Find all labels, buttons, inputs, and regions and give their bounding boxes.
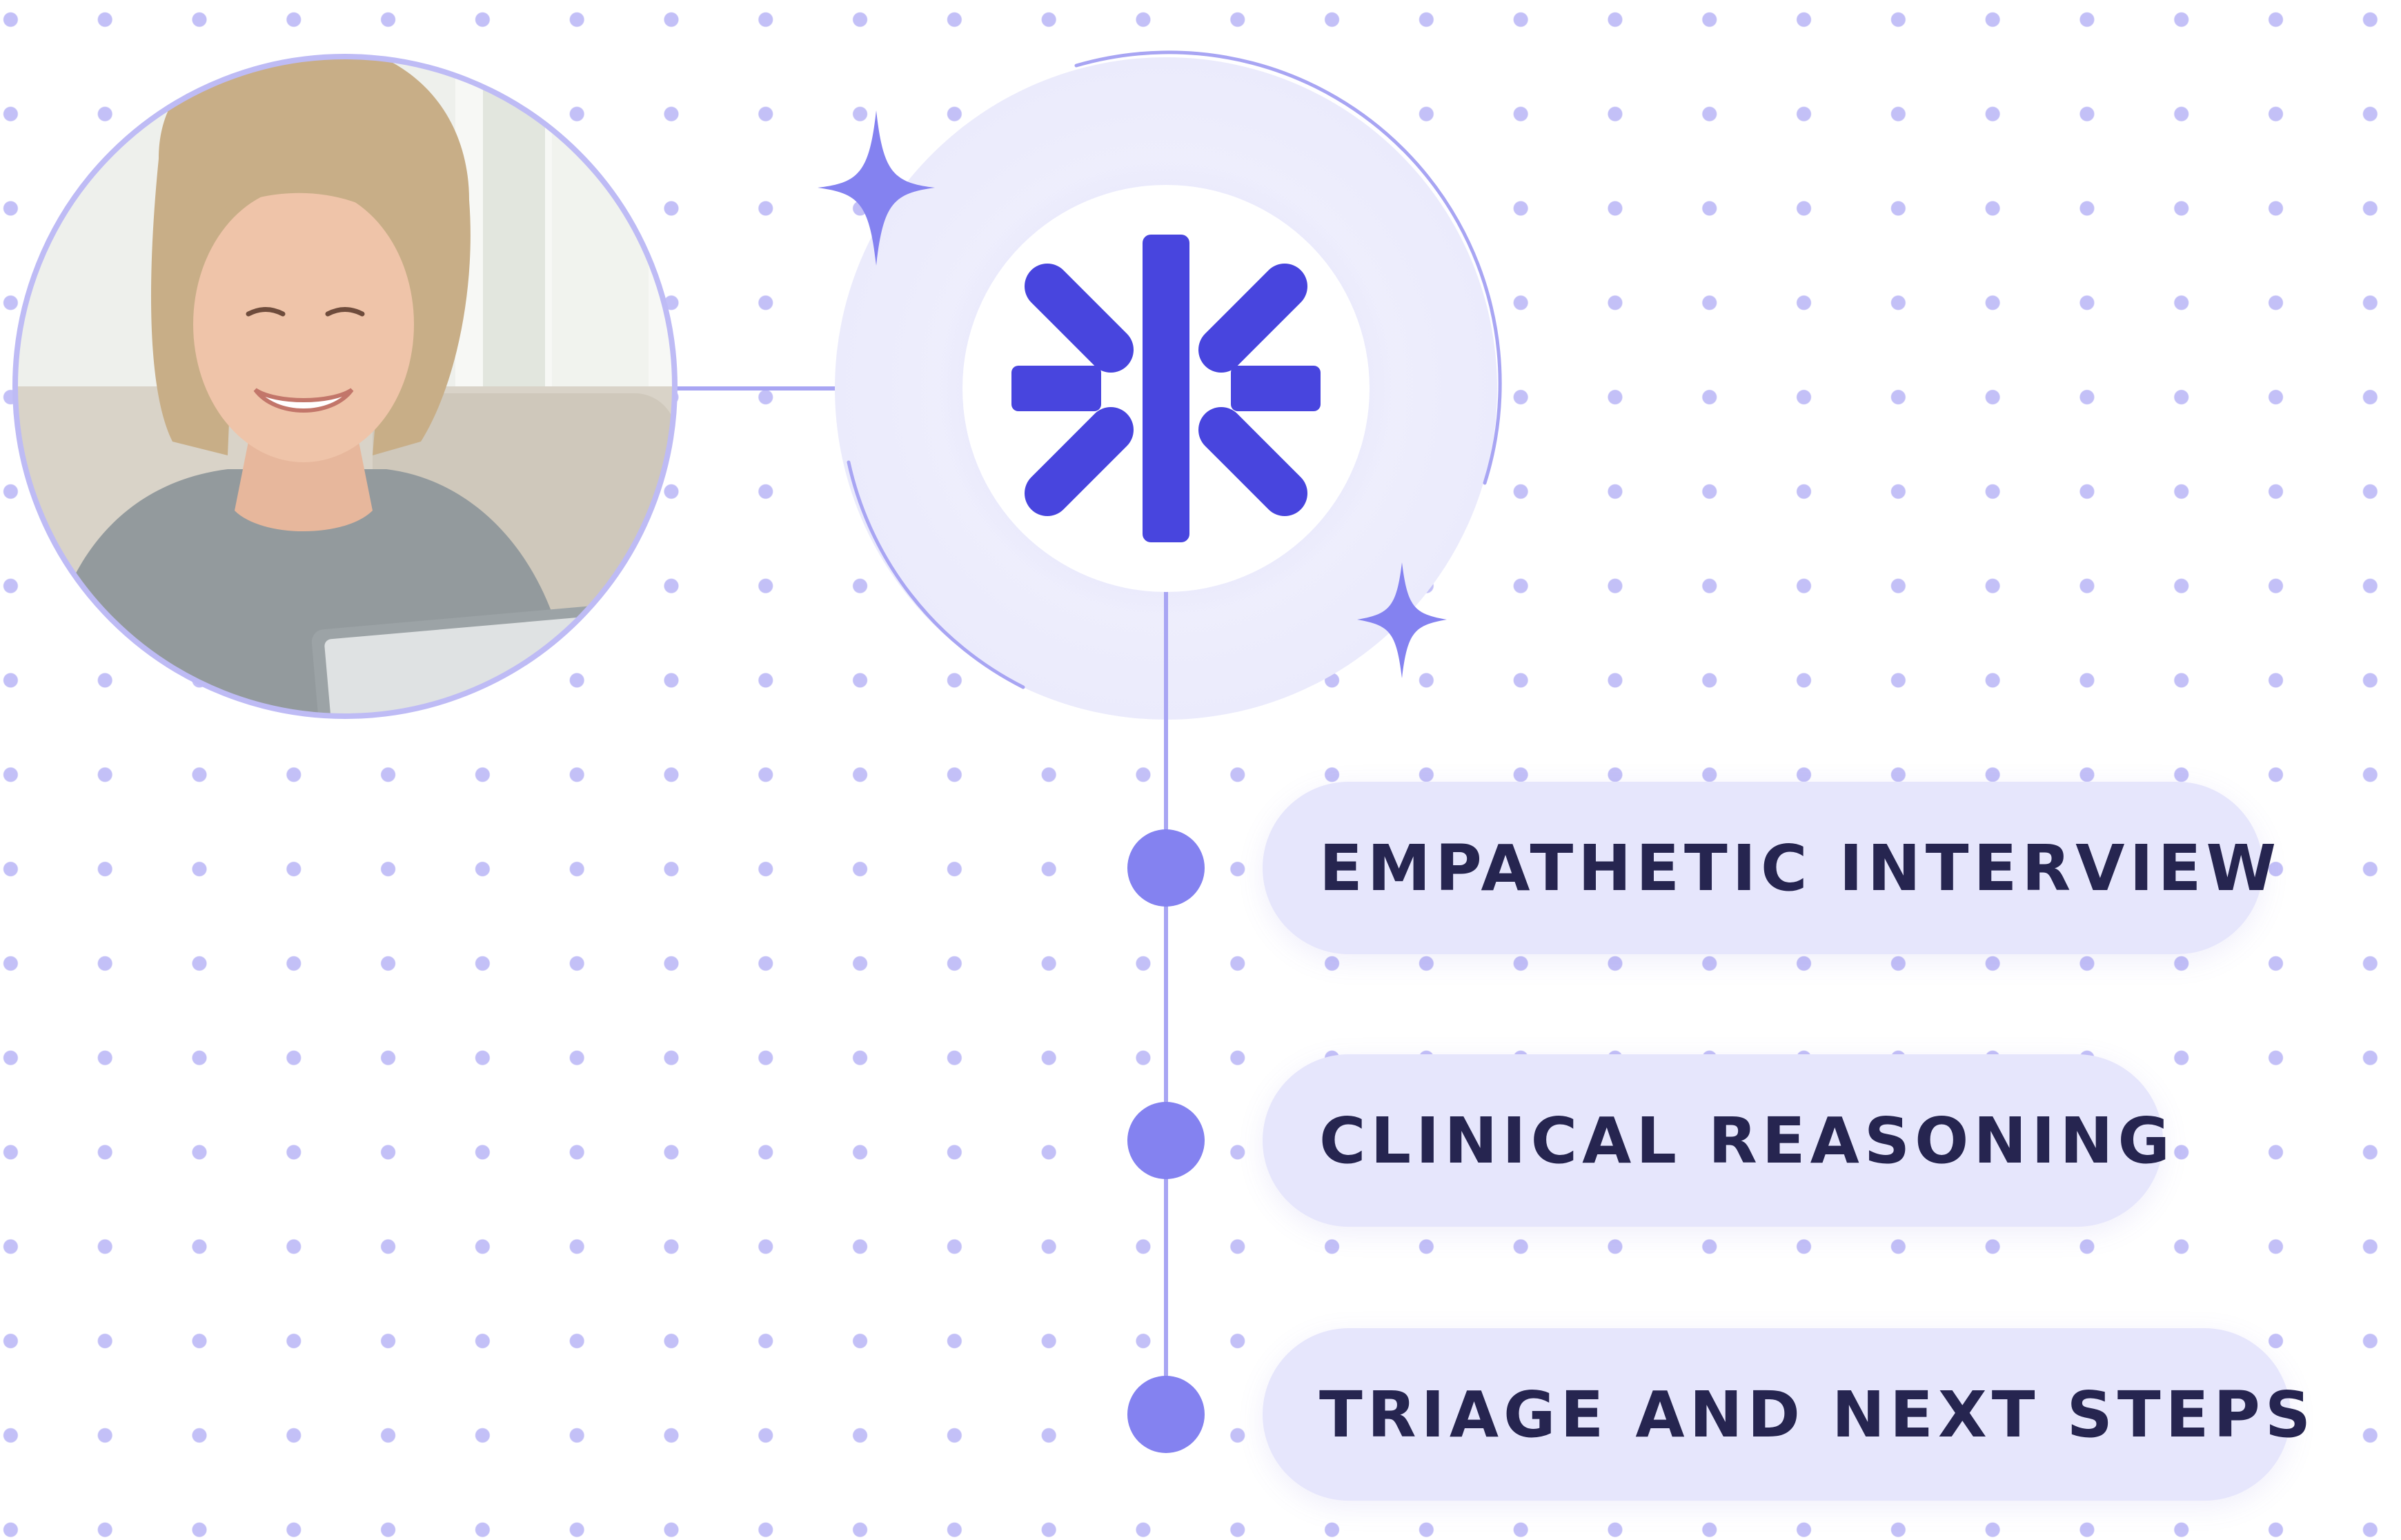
step-pill-clinical-reasoning: CLINICAL REASONING (1263, 1054, 2170, 1227)
four-point-star-icon (818, 110, 935, 266)
timeline-node-3 (1127, 1376, 1205, 1453)
timeline-node-1 (1127, 829, 1205, 907)
step-label: EMPATHETIC INTERVIEW (1319, 831, 2281, 905)
asterisk-burst-logo-icon (1011, 235, 1321, 542)
step-label: TRIAGE AND NEXT STEPS (1319, 1377, 2316, 1452)
avatar-ring (12, 54, 678, 719)
step-label: CLINICAL REASONING (1319, 1103, 2175, 1178)
four-point-star-icon (1357, 562, 1447, 678)
timeline-node-2 (1127, 1102, 1205, 1179)
step-pill-triage-and-next-steps: TRIAGE AND NEXT STEPS (1263, 1328, 2311, 1501)
step-pill-empathetic-interview: EMPATHETIC INTERVIEW (1263, 782, 2276, 954)
avatar-photo (15, 57, 675, 716)
